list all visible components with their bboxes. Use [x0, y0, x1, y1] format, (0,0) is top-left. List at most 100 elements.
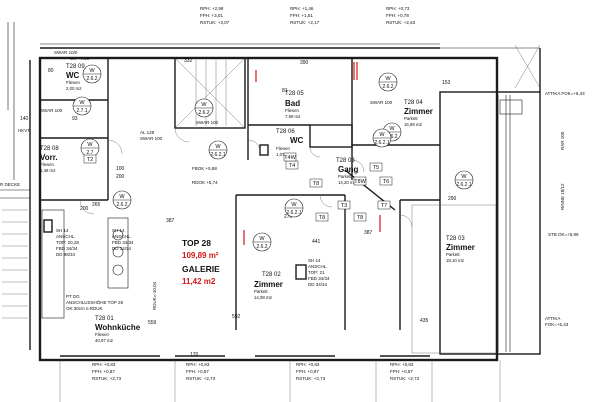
room-code-wc: T28 09 [66, 64, 85, 70]
room-area-zimmer2: 14,08 m2 [254, 295, 273, 300]
elev-bot-3-fph: FPH: +0,87 [296, 369, 319, 374]
outer-wall [38, 56, 499, 362]
dim-17: 81 [282, 88, 288, 94]
room-name-vorr: Vorr. [40, 153, 58, 162]
note-anschluss-1: PT DG [66, 294, 80, 299]
room-name-bad: Bad [285, 99, 300, 108]
shaft-1-dd: DD 98/34 [56, 252, 76, 257]
elev-top-1-rph: RPH: +2,98 [200, 6, 224, 11]
terrace-outline [439, 91, 541, 355]
window-marker-type: W [89, 68, 95, 74]
galerie-area: 11,42 m2 [182, 277, 216, 286]
note-swar-vorr: SWAR 100 [40, 108, 63, 113]
room-floor-bad: Fliesen [285, 108, 299, 113]
room-floor-zimmer1: Parkett [404, 116, 418, 121]
dim-1: 332 [184, 58, 193, 64]
dim-20: 153 [442, 80, 451, 86]
room-name-zimmer3: Zimmer [446, 243, 475, 252]
window-marker-code: 2.6.2 [198, 110, 209, 116]
shaft-2-dd: DD 34/34 [308, 282, 328, 287]
door-marker-box [315, 212, 329, 222]
note-ok-top: OK +7,00 [70, 56, 90, 61]
door-marker-label: T6 [383, 179, 389, 185]
shaft-3-dd: DD 34/34 [112, 246, 132, 251]
note-attika-bottom-2: FOK=+6,43 [545, 322, 569, 327]
shaft-3 [259, 144, 269, 156]
dim-12: 559 [148, 320, 157, 326]
dim-6: 387 [364, 230, 373, 236]
window-marker-type: W [201, 102, 207, 108]
room-floor-wohnkueche: Fliesen [95, 332, 109, 337]
door-marker-label: T8 [319, 215, 325, 221]
shaft-2 [295, 264, 307, 280]
room-code-bad: T28 05 [285, 91, 304, 97]
interior-walls [40, 57, 497, 357]
room-floor-zimmer2: Parkett [254, 289, 268, 294]
elev-top-2-fph: FPH: +1,51 [290, 13, 313, 18]
note-anschluss-2: ANSCHLUSSHÖHE TOP 28 [66, 299, 124, 305]
note-swar-al: SWAR 100 [140, 136, 163, 141]
elev-bot-2-rph: RPH: +0,83 [186, 362, 210, 367]
window-marker-type: W [215, 144, 221, 150]
window-marker-code: 2.6.2 [116, 202, 127, 208]
window-marker-type: W [291, 202, 297, 208]
note-attika-bottom-1: ATTIKA [545, 316, 560, 321]
elev-top-1-fph: FPH: +3,01 [200, 13, 223, 18]
shaft-1-anschl: ANSCHL. [56, 234, 76, 239]
kitchen-counter [41, 209, 65, 319]
top-label: TOP 28 [182, 238, 211, 248]
window-marker-code: 2.7.1 [76, 108, 87, 114]
window-marker-code: 2.6.2.1 [210, 152, 226, 158]
shaft-3-fbd: FBD 34/34 [112, 240, 134, 245]
dim-15: 265 [92, 202, 101, 208]
elev-top-3-rstuk: RSTUK: +2,63 [386, 20, 416, 25]
kitchen-island [107, 217, 129, 289]
door-marker-label: T3 [341, 203, 347, 209]
room-code-zimmer1: T28 04 [404, 100, 423, 106]
door-marker-box [377, 200, 391, 210]
door-marker-box [337, 200, 351, 210]
room-code-wohnkueche: T28 01 [95, 316, 114, 322]
room-name-zimmer2: Zimmer [254, 280, 283, 289]
zimmer3-inner [411, 204, 497, 354]
elev-top-3-rph: RPH: +0,73 [386, 6, 410, 11]
door-marker-label: T8 [313, 181, 319, 187]
door-marker-label: T4 [289, 163, 295, 169]
dim-8: 200 [116, 174, 125, 180]
dim-10: 93 [72, 116, 78, 122]
note-hkvt: HKVT [18, 128, 30, 133]
note-stb: STB OK=+5,99 [548, 232, 579, 237]
elevations-top: RPH: +2,98 FPH: +3,01 RSTUK: +3,07 RPH: … [200, 6, 416, 25]
door-marker-label: T7 [381, 203, 387, 209]
window-marker-type: W [87, 142, 93, 148]
dim-7: 100 [116, 166, 125, 172]
door-marker-box [283, 152, 297, 162]
stair-treads [195, 60, 227, 126]
door-marker-box [83, 154, 97, 164]
door-marker-label: T5 [373, 165, 379, 171]
bottom-axis [59, 360, 501, 402]
dim-13: 441 [312, 239, 321, 245]
hob-1 [112, 229, 124, 241]
elev-bot-4-fph: FPH: +0,87 [390, 369, 413, 374]
shaft-3-anschl: ANSCHL. [112, 234, 132, 239]
hob-3 [112, 264, 124, 276]
shaft-2-typ: TOP: 21 [308, 270, 325, 275]
note-rar: RAR 100 [560, 131, 565, 150]
elev-bot-3-rstuk: RSTUK: +2,73 [296, 376, 326, 381]
window-marker-type: W [389, 126, 395, 132]
note-attika-top: ATTIKA FOK=+6,43 [545, 91, 585, 96]
dim-19: 140 [20, 116, 29, 122]
window-marker-code: 2.6.2.1 [456, 182, 472, 188]
note-swar-gang: SWAR 100 [370, 100, 393, 105]
terrace-diag-2 [514, 44, 541, 89]
elevations-bottom: RPH: +0,83 FPH: +0,87 RSTUK: +2,73 RPH: … [92, 362, 420, 381]
galerie-label: GALERIE [182, 264, 220, 274]
note-fbok: FBOK +5,88 [192, 166, 217, 171]
wc2-box [309, 124, 353, 148]
note-rdok: RDOK +5,74 [192, 180, 218, 185]
room-area-zimmer1: 16,89 m2 [404, 122, 423, 127]
elev-bot-1-rstuk: RSTUK: +2,73 [92, 376, 122, 381]
window-marker-code: 2.6.2.1 [286, 210, 302, 216]
